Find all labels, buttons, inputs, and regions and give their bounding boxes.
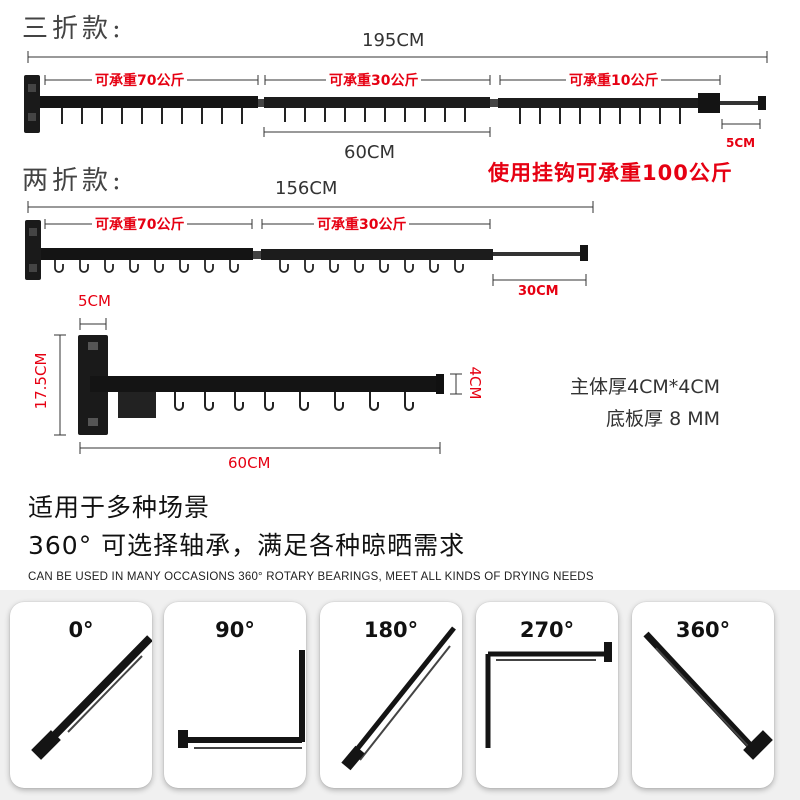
spec-body-thickness: 主体厚4CM*4CM [570,376,720,398]
tri-ext-length: 5CM [726,136,756,150]
bi-load-2: 可承重30公斤 [314,214,410,234]
tri-load-2: 可承重30公斤 [326,70,422,90]
spec-plate-thickness: 底板厚 8 MM [606,408,720,430]
angle-label-270: 270° [519,618,575,642]
detail-diagram [54,318,462,454]
rotation-card-270: 270° [476,602,618,788]
detail-plate-width: 5CM [78,292,111,310]
angle-label-360: 360° [675,618,731,642]
detail-length: 60CM [228,454,271,472]
tri-title: 三折款: [22,14,125,44]
rotation-card-360: 360° [632,602,774,788]
rack-0deg-icon [31,635,152,760]
bi-total-length: 156CM [275,178,338,199]
angle-label-90: 90° [215,618,255,642]
bi-title: 两折款: [22,166,125,196]
rack-270deg-icon [485,642,612,748]
rotation-card-90: 90° [164,602,306,788]
angle-label-0: 0° [68,618,94,642]
rack-90deg-icon [178,650,305,749]
bi-load-1: 可承重70公斤 [92,214,188,234]
headline-english: CAN BE USED IN MANY OCCASIONS 360° ROTAR… [28,571,594,583]
bi-diagram [25,201,594,286]
rotation-card-180: 180° [320,602,462,788]
angle-label-180: 180° [363,618,419,642]
detail-tube-height: 4CM [466,366,484,400]
tri-mid-length: 60CM [344,142,396,163]
rack-360deg-icon [643,631,773,760]
tri-total-length: 195CM [362,30,425,51]
load-slogan: 使用挂钩可承重100公斤 [488,161,733,185]
detail-height: 17.5CM [32,352,50,410]
rotation-card-0: 0° [10,602,152,788]
headline-line-2: 360° 可选择轴承，满足各种晾晒需求 [28,531,466,560]
tri-load-3: 可承重10公斤 [566,70,662,90]
bi-ext-length: 30CM [518,284,559,299]
headline-line-1: 适用于多种场景 [28,493,211,522]
tri-load-1: 可承重70公斤 [92,70,188,90]
rack-180deg-icon [341,626,456,771]
